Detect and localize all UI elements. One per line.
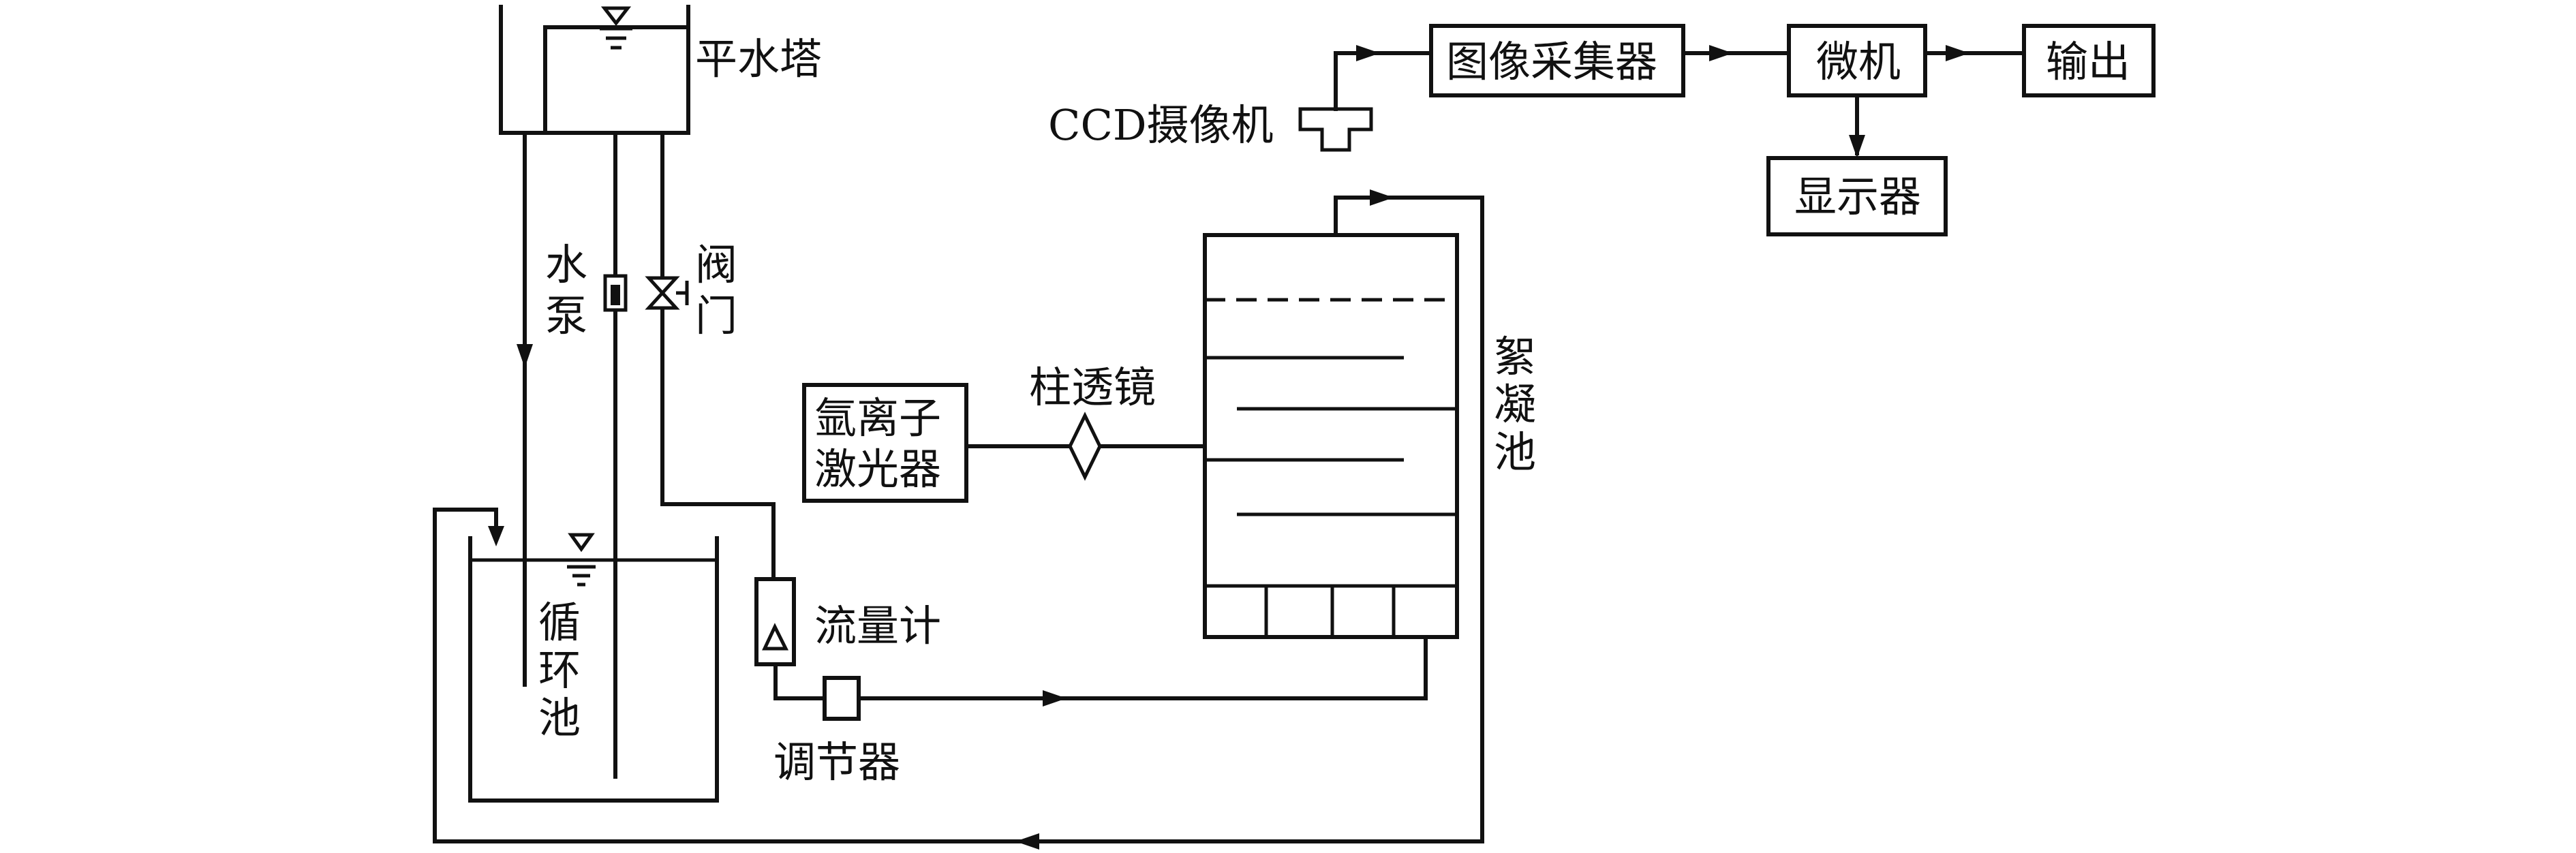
camera-cable [1334,51,1433,111]
image-capture-box [1429,24,1685,97]
laser-label-line1: 氩离子 [814,393,941,443]
cylindrical-lens-icon [1068,412,1102,481]
flocculation-tank [1203,233,1459,639]
valve-label-bottom: 门 [695,291,737,341]
arrow-icon [1370,189,1394,206]
flow-meter-label: 流量计 [814,601,941,651]
arrow-icon [1015,833,1039,850]
lens-label: 柱透镜 [1029,362,1156,412]
arrow-icon [517,344,533,368]
flow-meter-icon [754,577,796,666]
floc-tank-label-2: 凝 [1494,379,1536,429]
overflow-outlet-pipe [1334,196,1484,237]
arrow-icon [1849,135,1865,158]
arrow-icon [1043,690,1067,707]
water-tower: 平水塔 [499,5,822,135]
image-capture-label: 图像采集器 [1446,37,1657,87]
tank-label-1: 循 [538,598,581,647]
regulator-icon [823,676,861,721]
tank-label-2: 环 [538,645,581,695]
display-label: 显示器 [1794,172,1921,221]
output-label: 输出 [2046,37,2130,87]
floc-tank-label-1: 絮 [1494,332,1536,382]
water-pump-icon [603,274,628,312]
arrow-icon [1946,45,1969,61]
circulation-tank: 循 环 池 [468,533,719,803]
return-pipe [433,196,1484,843]
regulator-label: 调节器 [773,737,900,787]
computer-label: 微机 [1816,37,1901,87]
ccd-camera-icon [1298,107,1373,152]
tank-label-3: 池 [538,693,581,743]
supply-pipe [660,131,776,581]
floc-tank-label-3: 池 [1494,427,1536,477]
laser-label-line2: 激光器 [814,444,941,494]
pump-label-bottom: 泵 [545,291,587,341]
ccd-camera-label: CCD摄像机 [1048,100,1274,150]
feed-pipe [857,635,1428,700]
valve-label-top: 阀 [695,240,737,290]
water-level-icon [600,6,632,50]
arrow-icon [488,526,504,546]
pump-label-top: 水 [545,240,587,290]
arrow-icon [1709,45,1733,61]
water-level-icon [567,533,596,587]
laser-box [802,383,968,503]
display-box [1766,156,1948,236]
meter-pipe [773,662,827,700]
arrow-icon [1356,45,1380,61]
tower-label: 平水塔 [695,34,822,84]
output-box [2022,24,2156,97]
valve-icon [645,276,689,310]
